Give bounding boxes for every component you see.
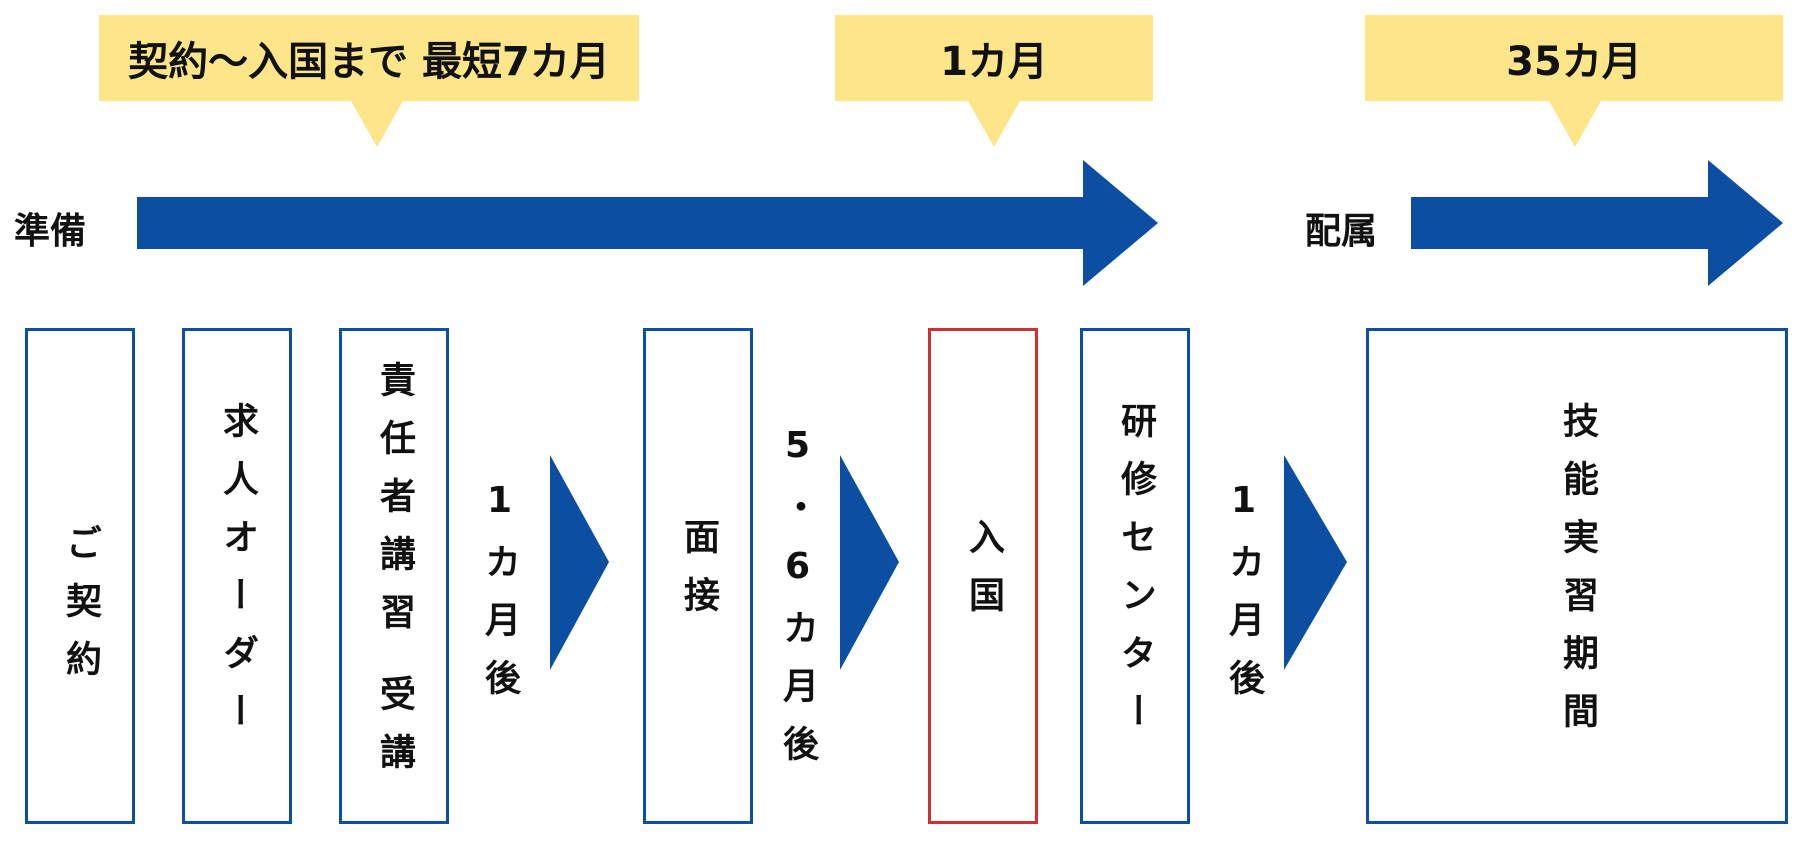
prep-phase-arrow bbox=[137, 160, 1158, 286]
step-box-internship-period: 技能実習期間 bbox=[1366, 328, 1788, 824]
callout-internship-text: 35カ月 bbox=[1506, 39, 1642, 85]
step-label-interview: 面接 bbox=[678, 518, 719, 634]
step-label-entry: 入国 bbox=[963, 518, 1004, 634]
step-label-attendance: 受講 bbox=[374, 675, 415, 791]
step-box-interview: 面接 bbox=[643, 328, 753, 824]
interval-after-center: 1カ月後 bbox=[1223, 480, 1264, 717]
step-arrow-after-center bbox=[1284, 455, 1347, 670]
step-label-contract: ご契約 bbox=[60, 524, 101, 698]
callout-internship-duration: 35カ月 bbox=[1365, 15, 1783, 147]
step-arrow-after-interview bbox=[840, 455, 899, 670]
phase-label-assign: 配属 bbox=[1305, 211, 1378, 252]
phase-label-prep: 準備 bbox=[14, 211, 87, 252]
step-label-job-order: 求人オーダー bbox=[217, 402, 258, 750]
step-box-manager-lecture: 責任者講習 受講 bbox=[339, 328, 449, 824]
callout-tail bbox=[968, 101, 1020, 147]
callout-tail bbox=[1549, 101, 1601, 147]
step-arrow-after-lecture bbox=[550, 455, 609, 670]
step-box-entry: 入国 bbox=[928, 328, 1038, 824]
step-label-internship-period: 技能実習期間 bbox=[1557, 402, 1598, 750]
assign-phase-arrow bbox=[1411, 160, 1783, 286]
step-label-lecture: 責任者講習 bbox=[374, 361, 415, 651]
callout-prep-duration: 契約〜入国まで 最短7カ月 bbox=[99, 15, 639, 147]
callout-center-duration: 1カ月 bbox=[835, 15, 1153, 147]
callout-center-text: 1カ月 bbox=[940, 39, 1048, 85]
interval-after-lecture: 1カ月後 bbox=[479, 480, 520, 717]
step-label-training-center: 研修センター bbox=[1115, 402, 1156, 750]
callout-prep-text: 契約〜入国まで 最短7カ月 bbox=[128, 39, 610, 85]
step-box-job-order: 求人オーダー bbox=[182, 328, 292, 824]
step-box-contract: ご契約 bbox=[25, 328, 135, 824]
interval-after-interview: 5・6カ月後 bbox=[777, 425, 818, 783]
callout-tail bbox=[351, 101, 403, 147]
step-box-training-center: 研修センター bbox=[1080, 328, 1190, 824]
